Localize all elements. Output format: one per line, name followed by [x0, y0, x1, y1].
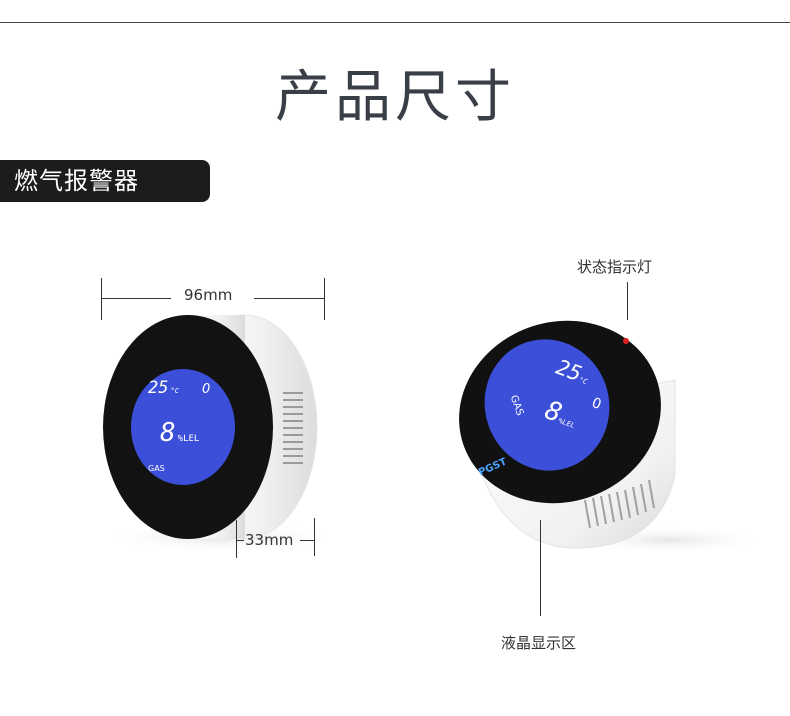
top-divider	[0, 22, 790, 23]
lcd-screen	[484, 339, 610, 471]
depth-tick-right	[314, 518, 315, 556]
width-tick-left	[101, 278, 102, 320]
indicator-leader	[627, 282, 628, 320]
depth-label: 33mm	[245, 531, 294, 549]
lcd-left-temp: 25°C	[148, 378, 179, 398]
width-label: 96mm	[184, 286, 233, 304]
indicator-callout: 状态指示灯	[577, 258, 653, 276]
depth-tick-left	[236, 520, 237, 558]
width-line-left	[101, 298, 171, 299]
indicator-led	[623, 338, 629, 344]
lcd-left-gas: GAS	[148, 464, 165, 473]
gas-detector-angled	[459, 320, 770, 554]
section-label: 燃气报警器	[0, 160, 210, 202]
gas-detector-front	[100, 314, 340, 553]
lcd-screen	[131, 369, 235, 485]
depth-line-left	[236, 540, 244, 541]
depth-line-right	[300, 540, 314, 541]
lcd-leader	[540, 520, 541, 616]
lcd-left-alarm: 0	[202, 382, 211, 397]
page-title: 产品尺寸	[275, 65, 515, 130]
lcd-left-reading: 8%LEL	[160, 418, 200, 448]
lcd-callout: 液晶显示区	[501, 634, 577, 652]
width-tick-right	[324, 278, 325, 320]
width-line-right	[254, 298, 324, 299]
